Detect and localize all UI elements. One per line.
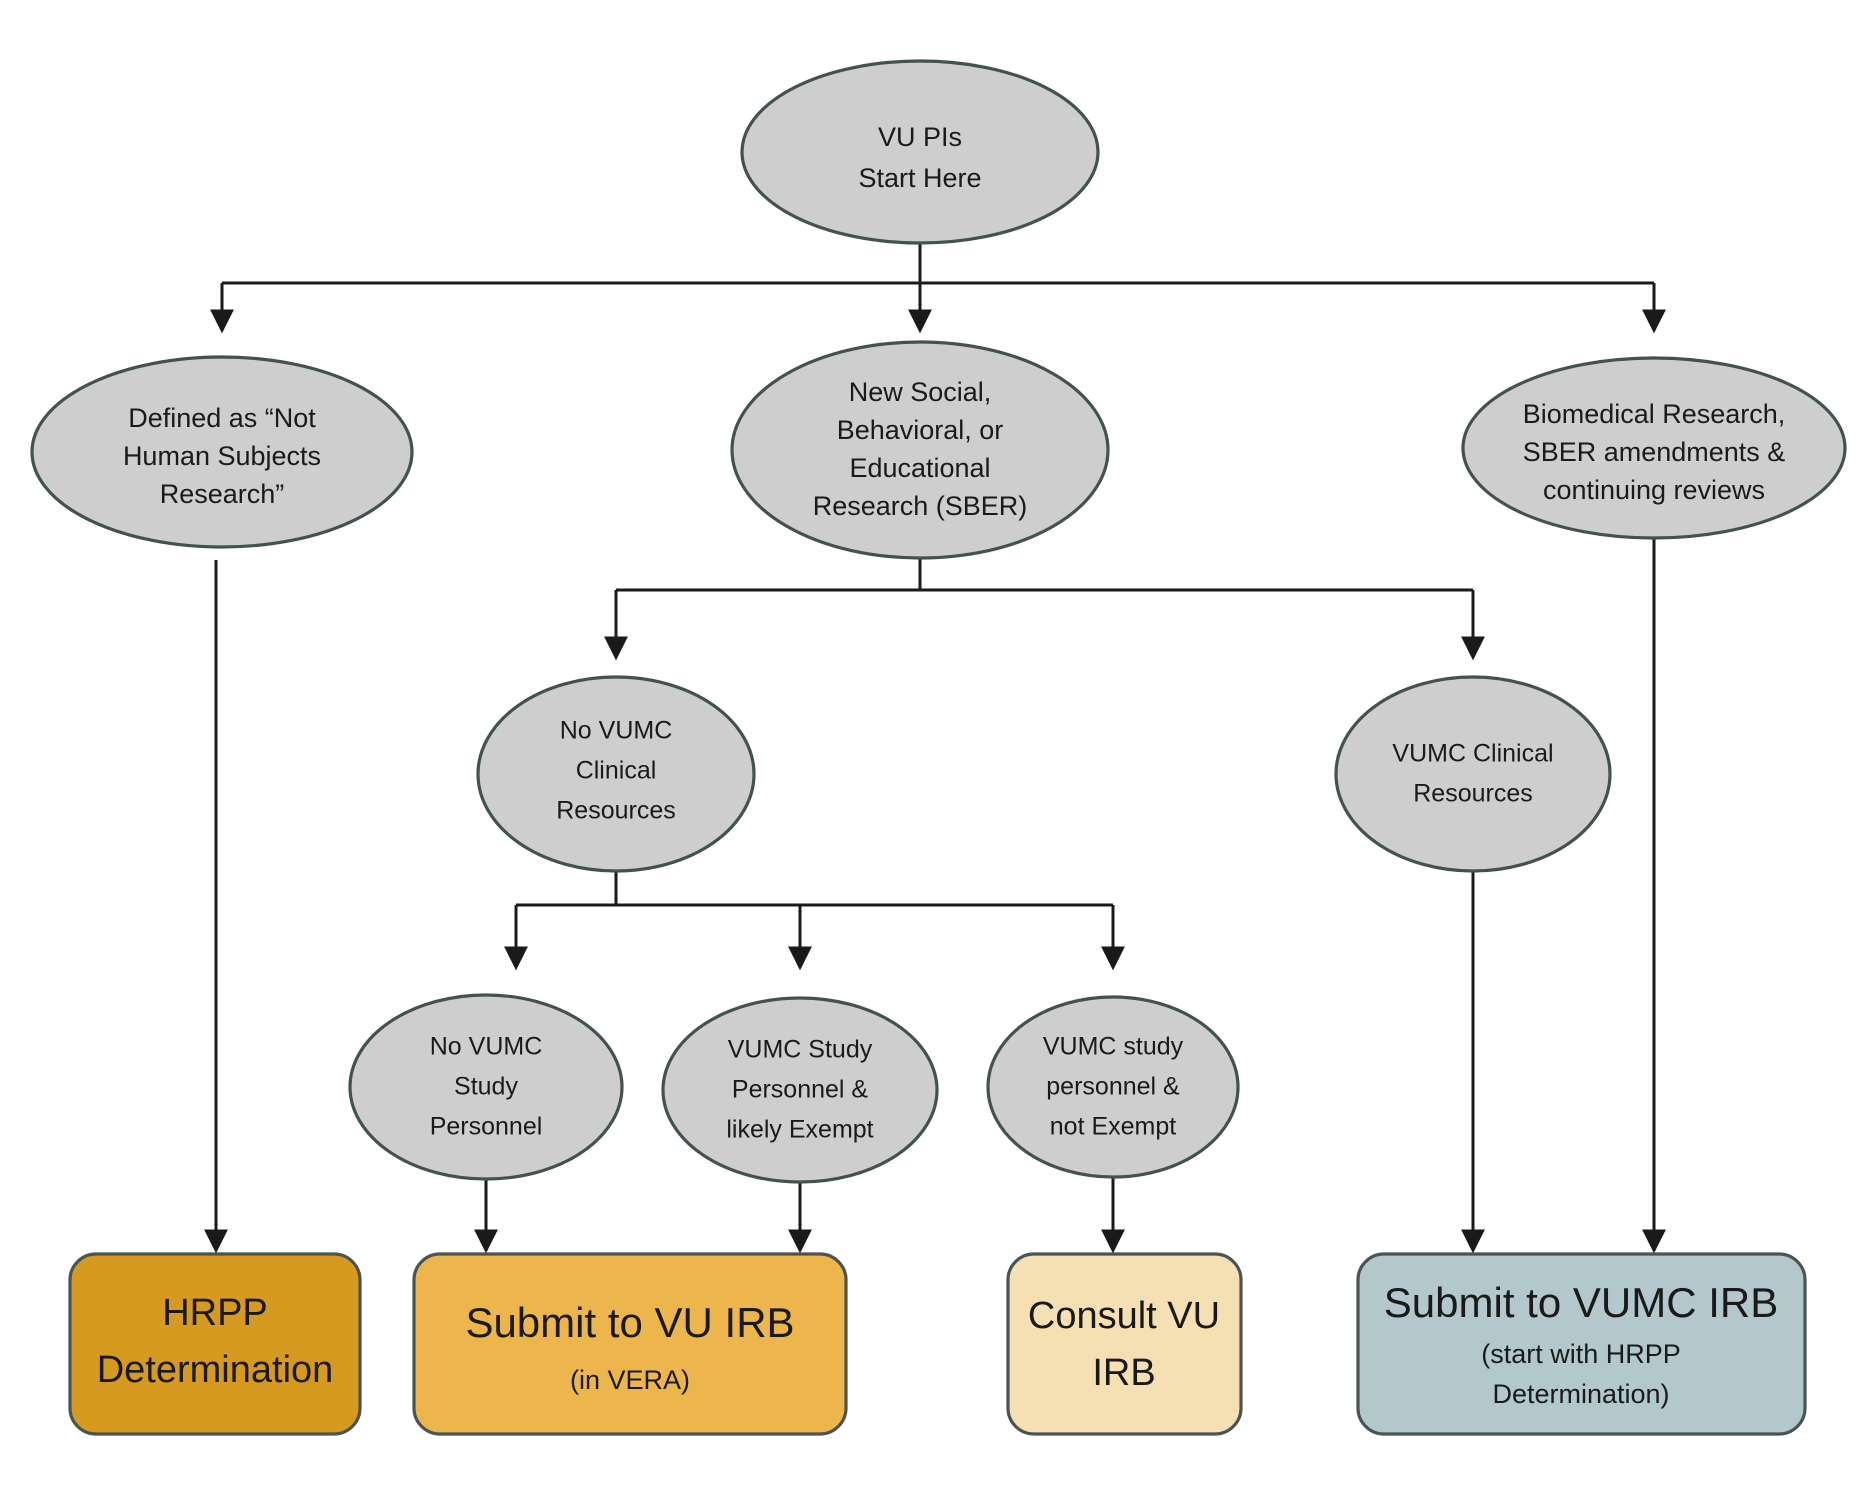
no-vumc-study-personnel-ellipse[interactable] bbox=[348, 993, 624, 1181]
new-sber-label-line-4: Research (SBER) bbox=[813, 491, 1028, 521]
new-sber-ellipse[interactable] bbox=[730, 340, 1110, 560]
exempt-label-line-3: likely Exempt bbox=[726, 1116, 873, 1144]
no-vumc-clinical-label-line-3: Resources bbox=[556, 797, 676, 825]
exempt-label-line-2: Personnel & bbox=[732, 1076, 869, 1104]
node-start[interactable]: VU PIs Start Here bbox=[740, 59, 1100, 245]
new-sber-label-line-2: Behavioral, or bbox=[837, 415, 1004, 445]
node-submit-to-vu-irb[interactable]: Submit to VU IRB (in VERA) bbox=[412, 1252, 848, 1436]
vumc-clinical-label-line-1: VUMC Clinical bbox=[1392, 740, 1553, 768]
submit-vu-irb-box[interactable] bbox=[412, 1252, 848, 1436]
node-hrpp-determination[interactable]: HRPP Determination bbox=[68, 1252, 362, 1436]
node-no-vumc-study-personnel[interactable]: No VUMC Study Personnel bbox=[348, 993, 624, 1181]
not-exempt-label-line-1: VUMC study bbox=[1043, 1033, 1184, 1061]
no-personnel-label-line-3: Personnel bbox=[430, 1113, 543, 1141]
node-vumc-study-personnel-likely-exempt[interactable]: VUMC Study Personnel & likely Exempt bbox=[661, 996, 939, 1184]
node-new-sber[interactable]: New Social, Behavioral, or Educational R… bbox=[730, 340, 1110, 560]
biomedical-label-line-3: continuing reviews bbox=[1543, 475, 1765, 505]
no-vumc-clinical-label-line-1: No VUMC bbox=[560, 717, 673, 745]
consult-vu-irb-label-line-2: IRB bbox=[1092, 1352, 1155, 1394]
vumc-clinical-ellipse[interactable] bbox=[1334, 675, 1612, 873]
node-consult-vu-irb[interactable]: Consult VU IRB bbox=[1006, 1252, 1243, 1436]
hrpp-label-line-1: HRPP bbox=[162, 1292, 268, 1334]
edge-sber-to-row3 bbox=[604, 530, 1485, 661]
not-exempt-label-line-2: personnel & bbox=[1046, 1073, 1180, 1101]
no-personnel-label-line-2: Study bbox=[454, 1073, 518, 1101]
start-ellipse[interactable] bbox=[740, 59, 1100, 245]
not-human-subjects-label-line-2: Human Subjects bbox=[123, 441, 321, 471]
node-vumc-study-personnel-not-exempt[interactable]: VUMC study personnel & not Exempt bbox=[986, 995, 1240, 1179]
not-human-subjects-label-line-3: Research” bbox=[160, 479, 285, 509]
submit-vumc-irb-sub-line-1: (start with HRPP bbox=[1481, 1339, 1681, 1369]
new-sber-label-line-1: New Social, bbox=[849, 377, 992, 407]
new-sber-label-line-3: Educational bbox=[849, 453, 990, 483]
submit-vumc-irb-label: Submit to VUMC IRB bbox=[1384, 1279, 1778, 1326]
no-vumc-clinical-ellipse[interactable] bbox=[476, 675, 756, 873]
submit-vu-irb-sub-line-1: (in VERA) bbox=[570, 1365, 690, 1395]
edge-start-to-row2 bbox=[210, 243, 1666, 334]
vumc-personnel-not-exempt-ellipse[interactable] bbox=[986, 995, 1240, 1179]
node-no-vumc-clinical-resources[interactable]: No VUMC Clinical Resources bbox=[476, 675, 756, 873]
submit-vumc-irb-sub-line-2: Determination) bbox=[1492, 1379, 1669, 1409]
exempt-label-line-1: VUMC Study bbox=[728, 1036, 873, 1064]
node-not-human-subjects-research[interactable]: Defined as “Not Human Subjects Research” bbox=[30, 355, 414, 549]
not-human-subjects-ellipse[interactable] bbox=[30, 355, 414, 549]
submit-vu-irb-label: Submit to VU IRB bbox=[465, 1299, 794, 1346]
consult-vu-irb-label-line-1: Consult VU bbox=[1028, 1295, 1220, 1337]
no-vumc-clinical-label-line-2: Clinical bbox=[576, 757, 657, 785]
consult-vu-irb-box[interactable] bbox=[1006, 1252, 1243, 1436]
hrpp-label-line-2: Determination bbox=[97, 1349, 334, 1391]
vumc-clinical-label-line-2: Resources bbox=[1413, 780, 1533, 808]
not-exempt-label-line-3: not Exempt bbox=[1050, 1113, 1177, 1141]
edge-no-vumc-clinical-to-row4 bbox=[504, 855, 1125, 971]
start-label-line-1: VU PIs bbox=[878, 122, 962, 152]
vumc-personnel-exempt-ellipse[interactable] bbox=[661, 996, 939, 1184]
biomedical-label-line-1: Biomedical Research, bbox=[1523, 399, 1786, 429]
hrpp-determination-box[interactable] bbox=[68, 1252, 362, 1436]
node-biomedical-research[interactable]: Biomedical Research, SBER amendments & c… bbox=[1461, 356, 1847, 540]
biomedical-research-ellipse[interactable] bbox=[1461, 356, 1847, 540]
not-human-subjects-label-line-1: Defined as “Not bbox=[128, 403, 316, 433]
submit-vumc-irb-box[interactable] bbox=[1356, 1252, 1807, 1436]
node-vumc-clinical-resources[interactable]: VUMC Clinical Resources bbox=[1334, 675, 1612, 873]
no-personnel-label-line-1: No VUMC bbox=[430, 1033, 543, 1061]
biomedical-label-line-2: SBER amendments & bbox=[1523, 437, 1786, 467]
start-label-line-2: Start Here bbox=[858, 163, 981, 193]
node-submit-to-vumc-irb[interactable]: Submit to VUMC IRB (start with HRPP Dete… bbox=[1356, 1252, 1807, 1436]
